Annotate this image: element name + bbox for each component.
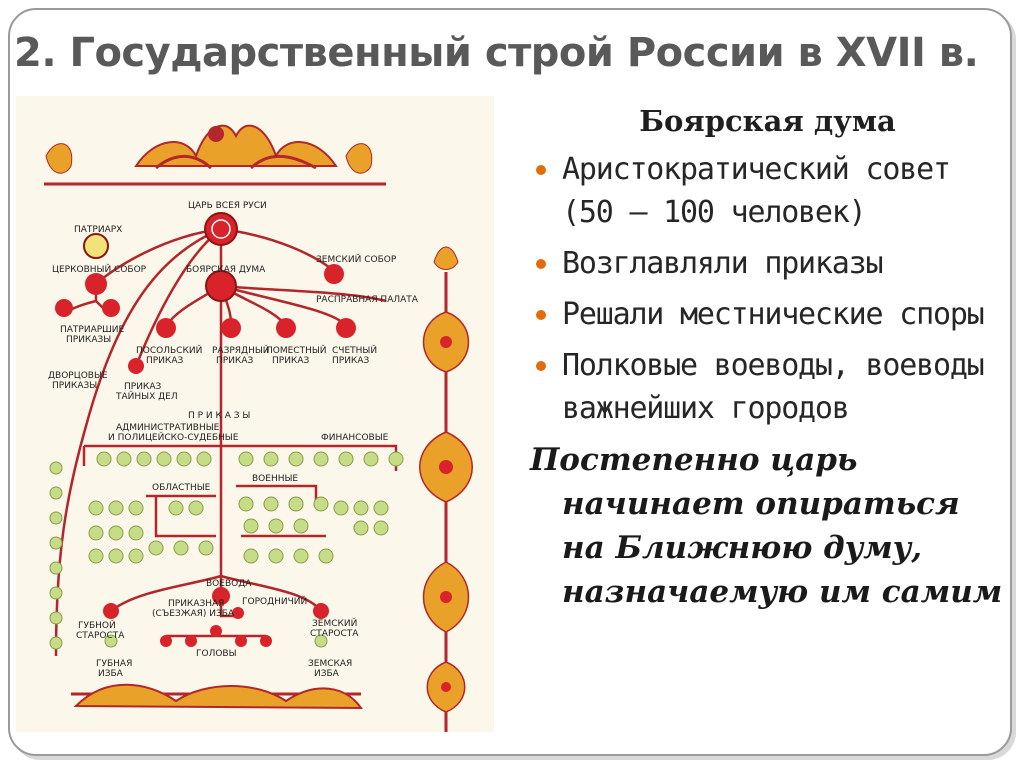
top-ornament (44, 124, 386, 186)
bullet-text: Возглавляли приказы (562, 246, 884, 281)
node-gubnaya-izba (104, 634, 118, 648)
label-church-council: ЦЕРКОВНЫЙ СОБОР (52, 263, 147, 275)
subtitle: Боярская дума (639, 104, 896, 138)
bullet-dot-icon (536, 165, 546, 175)
bottom-ornament (71, 683, 363, 710)
regional-military-nodes (88, 496, 389, 564)
label-pomestny-2: ПРИКАЗ (272, 356, 309, 366)
label-tsar: ЦАРЬ ВСЕЯ РУСИ (188, 201, 267, 211)
node-boyar-duma (205, 270, 237, 302)
label-schetny-1: СЧЕТНЫЙ (332, 344, 377, 356)
label-admin-1: АДМИНИСТРАТИВНЫЕ (116, 423, 220, 433)
label-patriarch: ПАТРИАРХ (74, 225, 122, 235)
label-financial: ФИНАНСОВЫЕ (321, 433, 389, 443)
label-izba-2: (СЪЕЗЖАЯ) ИЗБА (152, 609, 235, 619)
node-pomestny (276, 318, 296, 338)
slide-title: 2. Государственный строй России в XVII в… (14, 30, 979, 76)
bullet-dot-icon (536, 310, 546, 320)
bullet-item: Полковые воеводы, воеводы важнейших горо… (530, 344, 1005, 430)
node-patriarch-prikaz-1 (55, 299, 73, 317)
label-gubnoy-1: ГУБНОЙ (78, 619, 116, 631)
conclusion-rest: начинает опираться на Ближнюю думу, назн… (562, 486, 1003, 610)
palace-prikaz-nodes (49, 461, 63, 650)
node-gubnoy (103, 603, 119, 619)
node-razryadny (221, 318, 241, 338)
node-posolsky (156, 318, 176, 338)
government-diagram: ЦАРЬ ВСЕЯ РУСИ ПАТРИАРХ ЦЕРКОВНЫЙ СОБОР … (16, 96, 494, 732)
label-gubnoy-2: СТАРОСТА (76, 631, 125, 641)
conclusion-first-line: Постепенно царь (530, 442, 858, 478)
bullet-text: Решали местнические споры (562, 297, 985, 332)
label-schetny-2: ПРИКАЗ (332, 356, 369, 366)
label-zemsky-starosta-2: СТАРОСТА (310, 629, 359, 639)
bullet-dot-icon (536, 259, 546, 269)
golovy-nodes (160, 635, 272, 647)
node-church-council (85, 273, 107, 295)
label-regional: ОБЛАСТНЫЕ (152, 483, 211, 493)
bullet-item: Решали местнические споры (530, 293, 1005, 336)
bullet-dot-icon (536, 361, 546, 371)
node-zemsky-starosta (313, 603, 329, 619)
label-secret-1: ПРИКАЗ (124, 382, 161, 392)
label-rasprava: РАСПРАВНАЯ ПАЛАТА (316, 295, 419, 305)
node-zemsky-sobor (324, 264, 344, 284)
bullet-text: Аристократический совет (50 – 100 челове… (562, 152, 951, 230)
label-military: ВОЕННЫЕ (252, 474, 298, 484)
label-palace-1: ДВОРЦОВЫЕ (48, 371, 108, 381)
label-zemskaya-1: ЗЕМСКАЯ (308, 659, 352, 669)
label-golovy: ГОЛОВЫ (196, 649, 237, 659)
label-posolsky-1: ПОСОЛЬСКИЙ (136, 344, 202, 356)
label-izba-1: ПРИКАЗНАЯ (168, 599, 224, 609)
label-zemsky-starosta-1: ЗЕМСКИЙ (312, 617, 357, 629)
admin-nodes (96, 451, 404, 467)
label-razryadny-1: РАЗРЯДНЫЙ (212, 344, 270, 356)
node-voevoda (212, 587, 230, 605)
label-secret-2: ТАЙНЫХ ДЕЛ (115, 390, 178, 402)
label-posolsky-2: ПРИКАЗ (146, 356, 183, 366)
label-gorodnichy: ГОРОДНИЧИЙ (242, 595, 307, 607)
label-prikazy: П Р И К А З Ы (188, 411, 250, 421)
label-boyar-duma: БОЯРСКАЯ ДУМА (186, 265, 266, 275)
vertical-ornament (419, 246, 473, 732)
node-schetny (336, 318, 356, 338)
node-izba (210, 625, 222, 637)
node-secret (128, 358, 144, 374)
label-zemsky-sobor: ЗЕМСКИЙ СОБОР (316, 253, 397, 265)
bullet-item: Возглавляли приказы (530, 242, 1005, 285)
node-gorodnichy (232, 607, 244, 619)
bullet-text: Полковые воеводы, воеводы важнейших горо… (562, 348, 985, 426)
text-column: Боярская дума Аристократический совет (5… (530, 104, 1005, 614)
label-palace-2: ПРИКАЗЫ (52, 381, 97, 391)
label-gubnaya-1: ГУБНАЯ (96, 659, 132, 669)
label-razryadny-2: ПРИКАЗ (216, 356, 253, 366)
label-zemskaya-2: ИЗБА (314, 669, 340, 679)
label-patriarch-prikazy-2: ПРИКАЗЫ (66, 335, 111, 345)
bullet-item: Аристократический совет (50 – 100 челове… (530, 148, 1005, 234)
conclusion: Постепенно царь начинает опираться на Бл… (530, 438, 1005, 614)
node-zemskaya-izba (314, 634, 328, 648)
label-patriarch-prikazy-1: ПАТРИАРШИЕ (60, 325, 125, 335)
label-pomestny-1: ПОМЕСТНЫЙ (266, 344, 327, 356)
label-gubnaya-2: ИЗБА (98, 669, 124, 679)
label-voevoda: ВОЕВОДА (206, 579, 252, 589)
label-admin-2: И ПОЛИЦЕЙСКО-СУДЕБНЫЕ (108, 431, 239, 443)
node-patriarch (83, 233, 109, 259)
node-patriarch-prikaz-2 (102, 299, 120, 317)
bullet-list: Аристократический совет (50 – 100 челове… (530, 148, 1005, 430)
node-tsar (204, 212, 238, 246)
